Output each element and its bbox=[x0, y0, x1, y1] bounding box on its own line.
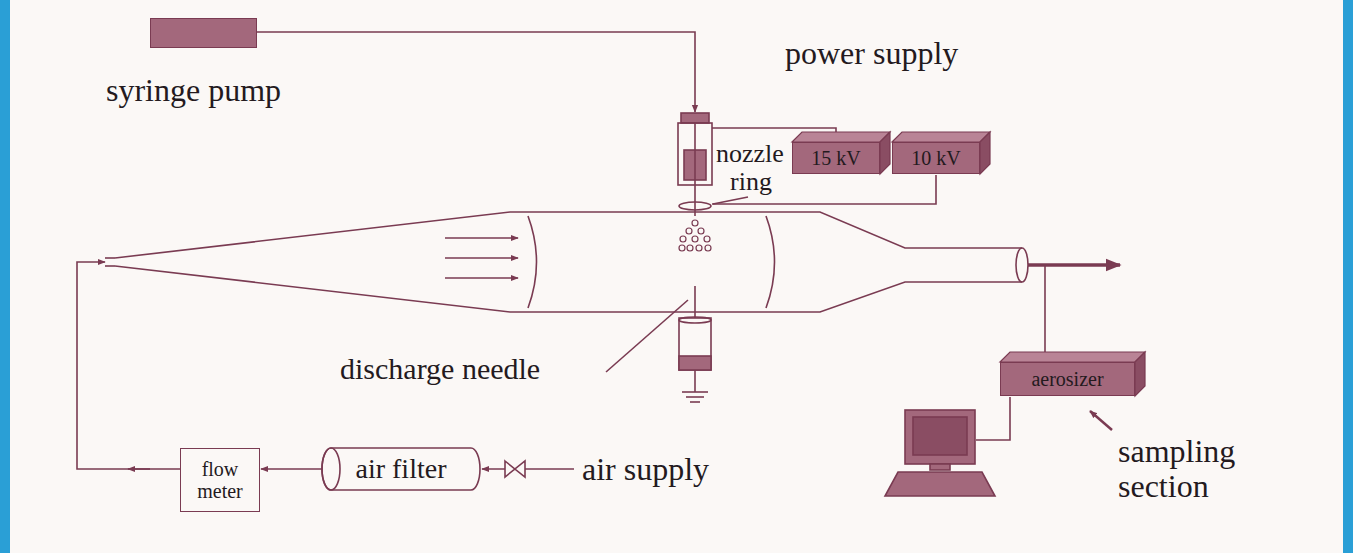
group-label: power supply bbox=[785, 36, 958, 71]
box-top-face bbox=[1000, 352, 1145, 362]
air-line bbox=[261, 468, 322, 470]
outlet-arrow bbox=[1028, 263, 1120, 267]
box-side-face bbox=[980, 132, 990, 174]
section-label: sampling section bbox=[1118, 434, 1268, 504]
power-supply-box: 10 kV bbox=[892, 142, 980, 174]
tunnel-wall bbox=[115, 266, 1022, 312]
tunnel-outlet bbox=[1016, 248, 1028, 282]
inlet-tube bbox=[105, 265, 115, 267]
node-text: air filter bbox=[356, 454, 447, 485]
needle-holder bbox=[679, 356, 711, 370]
data-cable bbox=[976, 397, 1010, 440]
nozzle-cap bbox=[681, 113, 709, 123]
ground-symbol bbox=[686, 396, 704, 398]
flow-meter-box: flow meter bbox=[180, 448, 260, 512]
spray-droplets bbox=[679, 220, 711, 251]
flow-arrow bbox=[128, 468, 150, 470]
node-text: 10 kV bbox=[911, 147, 960, 169]
pointer-arrow bbox=[1090, 411, 1112, 430]
aerosizer-box: aerosizer bbox=[1000, 362, 1135, 396]
flow-arrow bbox=[445, 277, 518, 279]
air-line bbox=[77, 262, 180, 469]
part-label: discharge needle bbox=[340, 352, 540, 385]
screen bbox=[528, 216, 537, 308]
tunnel-wall bbox=[115, 212, 1022, 258]
leader-line bbox=[606, 300, 688, 372]
part-label: ring bbox=[730, 168, 772, 197]
frame-bar bbox=[1343, 0, 1353, 553]
ring-electrode bbox=[679, 202, 711, 210]
power-supply-box: 15 kV bbox=[792, 142, 880, 174]
pump-box: syringe pump bbox=[150, 18, 257, 48]
box-top-face bbox=[792, 132, 890, 142]
needle-holder bbox=[679, 317, 711, 323]
inlet-tube bbox=[105, 257, 115, 259]
flow-arrow bbox=[445, 257, 518, 259]
computer-icon bbox=[885, 410, 995, 496]
valve-symbol bbox=[505, 461, 525, 477]
ground-symbol bbox=[682, 391, 708, 393]
leader-line bbox=[713, 197, 748, 204]
needle-holder bbox=[679, 318, 711, 370]
part-label: nozzle bbox=[716, 140, 784, 169]
box-side-face bbox=[880, 132, 890, 174]
air-filter: air filter bbox=[322, 448, 480, 490]
flow-arrow bbox=[445, 237, 518, 239]
node-text: syringe pump bbox=[106, 73, 281, 108]
box-side-face bbox=[1135, 352, 1145, 396]
node-text: flow meter bbox=[187, 458, 253, 502]
part-label: air supply bbox=[582, 452, 709, 487]
frame-bar bbox=[0, 0, 10, 553]
feed-line bbox=[257, 32, 695, 112]
ground-wire bbox=[694, 370, 696, 392]
air-line bbox=[482, 468, 574, 470]
box-top-face bbox=[892, 132, 990, 142]
node-text: 15 kV bbox=[811, 147, 860, 169]
ground-symbol bbox=[690, 401, 700, 403]
node-text: aerosizer bbox=[1031, 368, 1103, 390]
sampling-line bbox=[1044, 265, 1046, 352]
screen bbox=[766, 216, 775, 308]
discharge-needle bbox=[694, 286, 696, 318]
